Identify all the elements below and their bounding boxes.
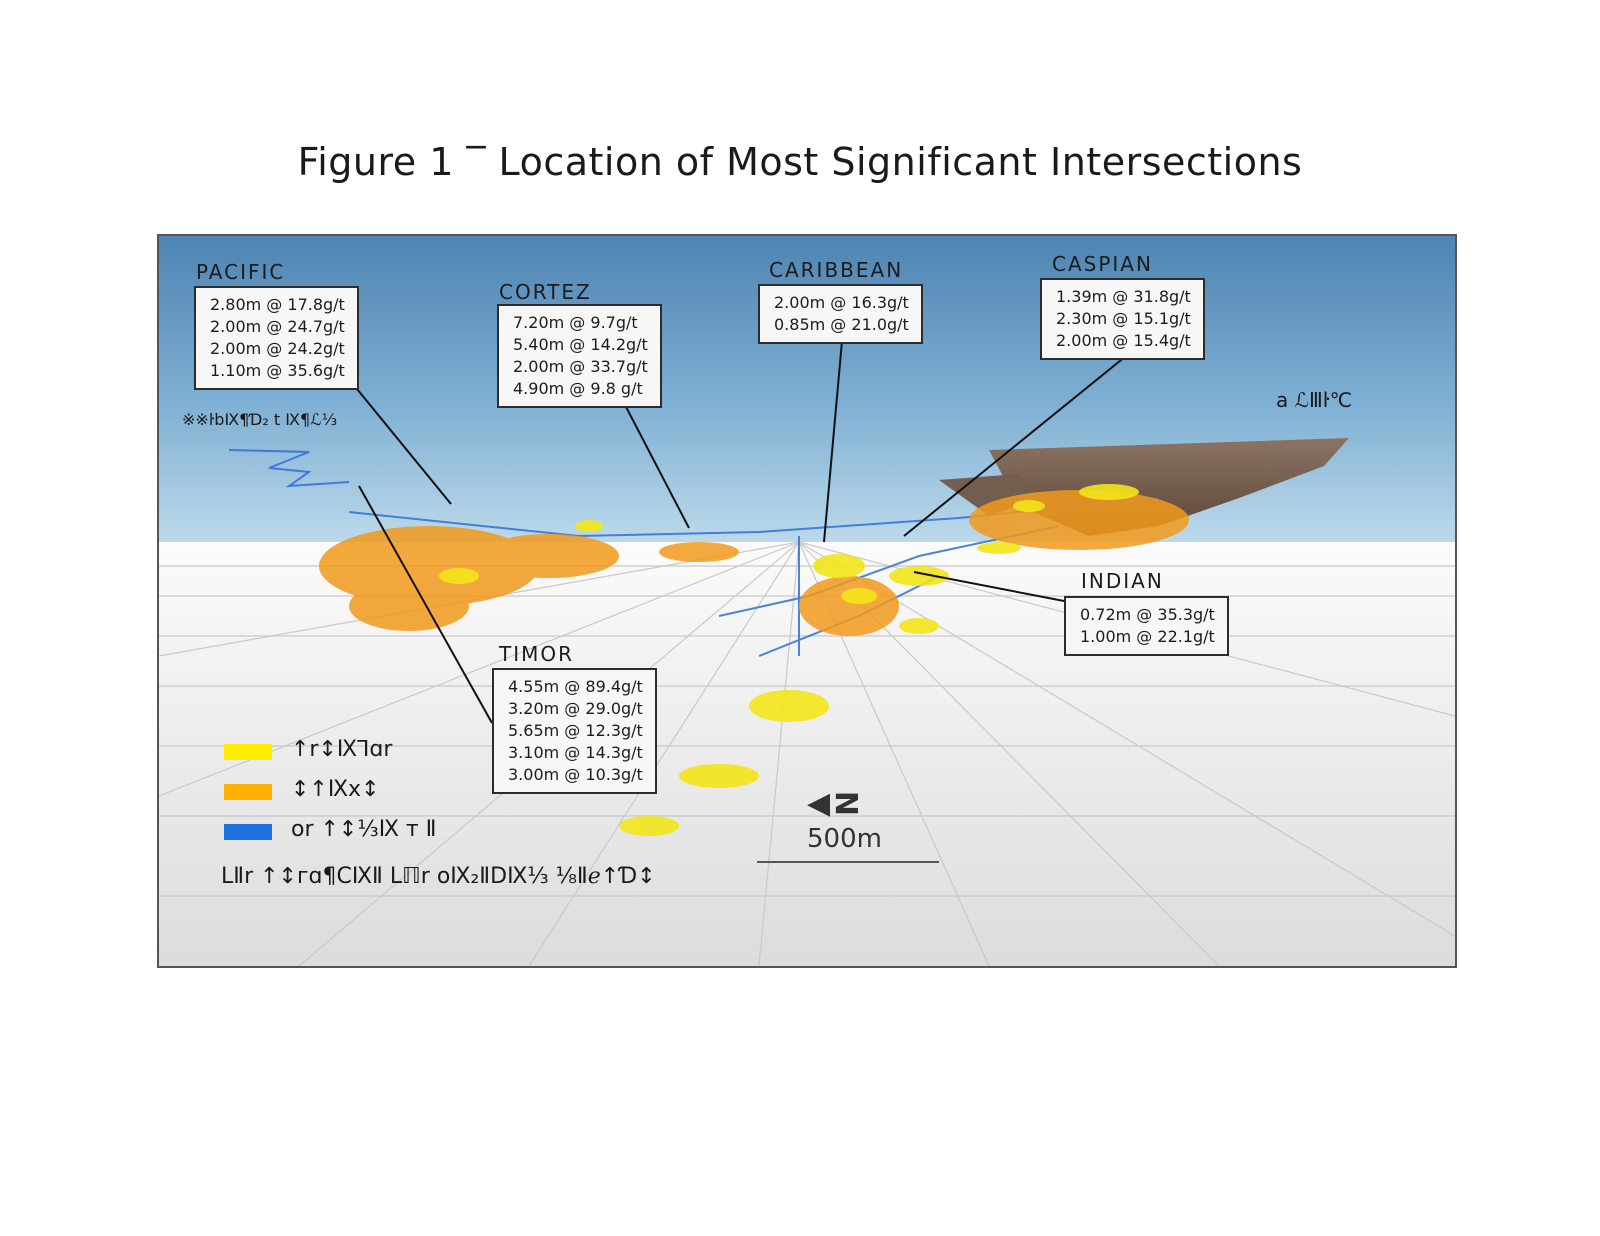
legend-label-yellow: ↑r↕Ⅸ⅂ɑr [291, 737, 393, 762]
north-arrow-glyph: ◀ [807, 786, 831, 821]
intersections-box-indian: 0.72m @ 35.3g/t 1.00m @ 22.1g/t [1064, 596, 1229, 656]
intersections-box-caspian: 1.39m @ 31.8g/t 2.30m @ 15.1g/t 2.00m @ … [1040, 278, 1205, 360]
north-label: N [831, 790, 867, 817]
zone-label-pacific: PACIFIC [196, 260, 286, 284]
legend-label-blue: or ↑↕⅓Ⅸ т Ⅱ [291, 817, 437, 842]
intersections-box-pacific: 2.80m @ 17.8g/t 2.00m @ 24.7g/t 2.00m @ … [194, 286, 359, 390]
north-arrow-icon: ◀N [807, 786, 866, 821]
intersections-box-cortez: 7.20m @ 9.7g/t 5.40m @ 14.2g/t 2.00m @ 3… [497, 304, 662, 408]
intersection-value: 5.40m @ 14.2g/t [513, 335, 648, 354]
intersection-value: 2.00m @ 24.2g/t [210, 339, 345, 358]
intersection-value: 3.00m @ 10.3g/t [508, 765, 643, 784]
intersection-value: 4.90m @ 9.8 g/t [513, 379, 643, 398]
area-label-left: ※※ŀbⅨ¶Ɗ₂ t Ⅸ¶ℒ⅓ [182, 410, 338, 429]
orange-intersections [319, 490, 1189, 636]
yellow-intersections [439, 484, 1139, 836]
figure-title: Figure 1 ‾ Location of Most Significant … [297, 140, 1303, 184]
legend-swatch-yellow [224, 744, 272, 760]
legend-footer: ⅬⅡr ↑↕гɑ¶ⅭⅨⅡ Ⅼℿr oⅨ₂ⅡⅮⅨ⅓ ⅛Ⅱℯ↑Ɗ↕ [221, 864, 656, 889]
intersection-value: 2.00m @ 24.7g/t [210, 317, 345, 336]
map-panel: PACIFIC 2.80m @ 17.8g/t 2.00m @ 24.7g/t … [157, 234, 1457, 968]
intersection-value: 4.55m @ 89.4g/t [508, 677, 643, 696]
zone-label-timor: TIMOR [499, 642, 575, 666]
intersection-value: 2.00m @ 33.7g/t [513, 357, 648, 376]
intersection-value: 0.85m @ 21.0g/t [774, 315, 909, 334]
legend-swatch-orange [224, 784, 272, 800]
intersection-value: 2.80m @ 17.8g/t [210, 295, 345, 314]
intersection-value: 1.00m @ 22.1g/t [1080, 627, 1215, 646]
intersection-value: 2.00m @ 15.4g/t [1056, 331, 1191, 350]
intersection-value: 5.65m @ 12.3g/t [508, 721, 643, 740]
intersection-value: 2.00m @ 16.3g/t [774, 293, 909, 312]
intersections-box-timor: 4.55m @ 89.4g/t 3.20m @ 29.0g/t 5.65m @ … [492, 668, 657, 794]
legend-swatch-blue [224, 824, 272, 840]
intersection-value: 1.39m @ 31.8g/t [1056, 287, 1191, 306]
zone-label-indian: INDIAN [1081, 569, 1164, 593]
intersection-value: 3.20m @ 29.0g/t [508, 699, 643, 718]
scale-bar-label: 500m [807, 824, 882, 854]
intersection-value: 2.30m @ 15.1g/t [1056, 309, 1191, 328]
intersection-value: 7.20m @ 9.7g/t [513, 313, 638, 332]
pit-label: a ℒⅢŀ℃ [1276, 388, 1353, 412]
zone-label-cortez: CORTEZ [499, 280, 592, 304]
zone-label-caspian: CASPIAN [1052, 252, 1153, 276]
intersection-value: 3.10m @ 14.3g/t [508, 743, 643, 762]
legend-label-orange: ↕↑Ⅸx↕ [291, 777, 380, 802]
intersection-value: 0.72m @ 35.3g/t [1080, 605, 1215, 624]
leader-lines [356, 340, 1127, 724]
zone-label-caribbean: CARIBBEAN [769, 258, 904, 282]
intersections-box-caribbean: 2.00m @ 16.3g/t 0.85m @ 21.0g/t [758, 284, 923, 344]
intersection-value: 1.10m @ 35.6g/t [210, 361, 345, 380]
